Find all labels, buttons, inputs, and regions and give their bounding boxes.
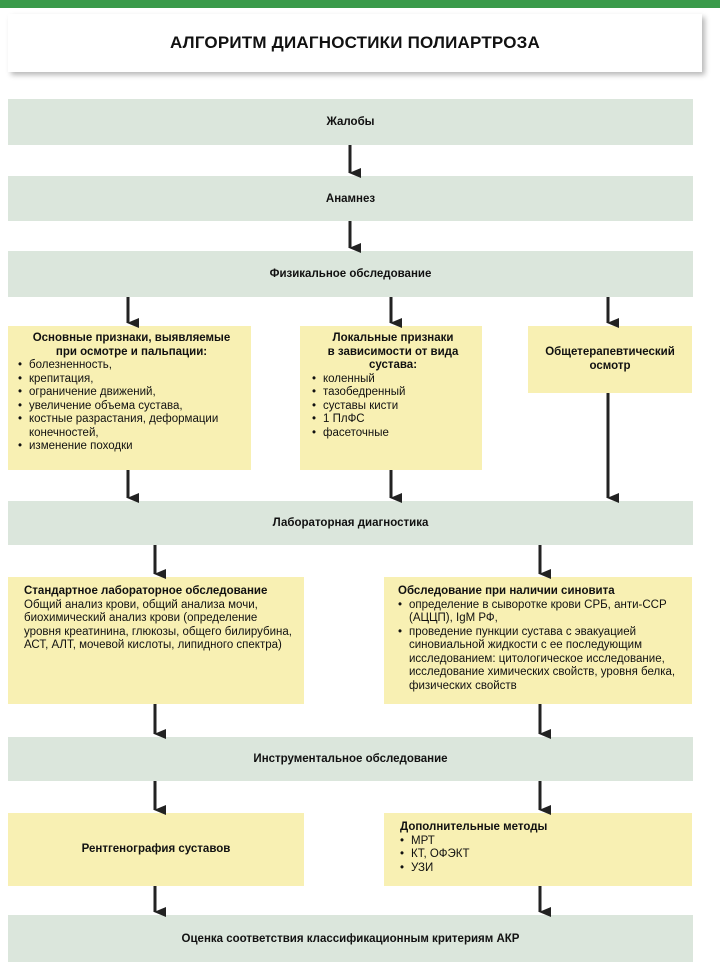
- list-item: болезненность,: [18, 359, 245, 373]
- list-item: крепитация,: [18, 373, 245, 387]
- list-item: УЗИ: [400, 862, 684, 876]
- list-item: КТ, ОФЭКТ: [400, 848, 684, 862]
- main-signs-title: Основные признаки, выявляемые при осмотр…: [18, 332, 245, 359]
- step-anamnesis: Анамнез: [8, 176, 693, 221]
- list-item: тазобедренный: [312, 386, 474, 400]
- step-instrumental-label: Инструментальное обследование: [253, 753, 448, 765]
- main-signs-list: болезненность, крепитация, ограничение д…: [18, 359, 245, 454]
- step-physical-exam: Физикальное обследование: [8, 251, 693, 297]
- list-item: ограничение движений,: [18, 386, 245, 400]
- top-accent-bar: [0, 0, 720, 8]
- local-signs-title-line: сустава:: [368, 359, 418, 371]
- step-lab-diagnostics-label: Лабораторная диагностика: [272, 517, 429, 529]
- local-signs-title: Локальные признаки в зависимости от вида…: [312, 332, 474, 373]
- standard-lab-box: Стандартное лабораторное обследование Об…: [8, 577, 304, 704]
- step-evaluation-label: Оценка соответствия классификационным кр…: [181, 932, 520, 945]
- list-item: определение в сыворотке крови СРБ, анти-…: [398, 599, 684, 626]
- step-lab-diagnostics: Лабораторная диагностика: [8, 501, 693, 545]
- general-exam-line: осмотр: [589, 359, 631, 372]
- list-item: фасеточные: [312, 427, 474, 441]
- list-item: МРТ: [400, 835, 684, 849]
- additional-methods-list: МРТ КТ, ОФЭКТ УЗИ: [400, 835, 684, 876]
- step-evaluation: Оценка соответствия классификационным кр…: [8, 915, 693, 962]
- step-physical-exam-label: Физикальное обследование: [269, 268, 432, 280]
- list-item: 1 ПлФС: [312, 413, 474, 427]
- standard-lab-title: Стандартное лабораторное обследование: [24, 585, 268, 597]
- list-item: увеличение объема сустава,: [18, 400, 245, 414]
- local-signs-list: коленный тазобедренный суставы кисти 1 П…: [312, 373, 474, 441]
- local-signs-title-line: в зависимости от вида: [327, 345, 459, 358]
- main-signs-title-line: при осмотре и пальпации:: [55, 345, 208, 358]
- main-signs-box: Основные признаки, выявляемые при осмотр…: [8, 326, 251, 470]
- list-item: костные разрастания, деформации конечнос…: [18, 413, 245, 440]
- list-item: проведение пункции сустава с эвакуацией …: [398, 626, 684, 694]
- list-item: коленный: [312, 373, 474, 387]
- local-signs-box: Локальные признаки в зависимости от вида…: [300, 326, 482, 470]
- main-signs-title-line: Основные признаки, выявляемые: [32, 332, 231, 344]
- additional-methods-box: Дополнительные методы МРТ КТ, ОФЭКТ УЗИ: [384, 813, 692, 886]
- title-box: АЛГОРИТМ ДИАГНОСТИКИ ПОЛИАРТРОЗА: [8, 14, 702, 72]
- step-complaints: Жалобы: [8, 99, 693, 145]
- standard-lab-text: Общий анализ крови, общий анализа мочи, …: [24, 598, 292, 652]
- page-title: АЛГОРИТМ ДИАГНОСТИКИ ПОЛИАРТРОЗА: [170, 33, 540, 52]
- synovitis-exam-list: определение в сыворотке крови СРБ, анти-…: [398, 599, 684, 694]
- additional-methods-title: Дополнительные методы: [400, 821, 548, 833]
- synovitis-exam-box: Обследование при наличии синовита опреде…: [384, 577, 692, 704]
- general-exam-line: Общетерапевтический: [545, 346, 675, 358]
- xray-label: Рентгенография суставов: [81, 842, 231, 855]
- step-instrumental: Инструментальное обследование: [8, 737, 693, 781]
- list-item: суставы кисти: [312, 400, 474, 414]
- general-exam-box: Общетерапевтический осмотр: [528, 326, 692, 393]
- local-signs-title-line: Локальные признаки: [332, 332, 454, 344]
- synovitis-exam-title: Обследование при наличии синовита: [398, 585, 615, 597]
- list-item: изменение походки: [18, 440, 245, 454]
- xray-box: Рентгенография суставов: [8, 813, 304, 886]
- step-anamnesis-label: Анамнез: [325, 192, 376, 205]
- step-complaints-label: Жалобы: [326, 116, 375, 128]
